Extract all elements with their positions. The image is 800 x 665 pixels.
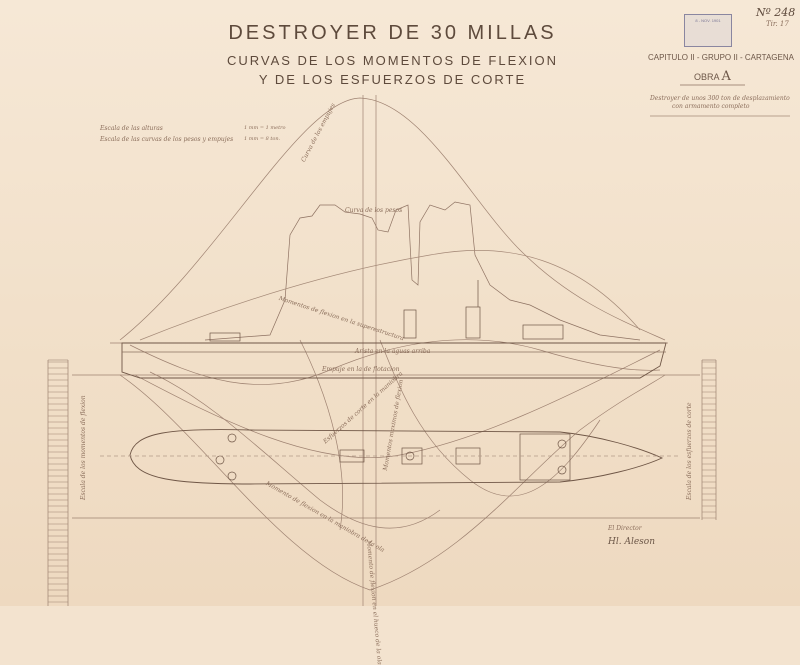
weights-curve [204,201,641,341]
hull-profile [121,342,667,379]
moment-curve-top [119,97,666,341]
note-line-1: Destroyer de unos 300 ton de desplazamie… [650,95,790,102]
drawing-subtitle-2: Y DE LOS ESFUERZOS DE CORTE [258,72,527,87]
archive-stamp: 8 - NOV. 1901 [684,14,732,47]
plan-bridge [519,433,571,481]
right-scale-label: Escala de los esfuerzos de corte [686,402,693,500]
drawing-title: DESTROYER DE 30 MILLAS [228,22,557,44]
shear-curve-1 [129,339,661,385]
drawing-subtitle-1: CURVAS DE LOS MOMENTOS DE FLEXION [226,53,559,68]
plan-view-hull [129,429,664,485]
chapter-label: CAPITULO II - GRUPO II - CARTAGENA [648,53,794,62]
left-scale-label: Escala de los momentos de flexion [80,395,87,500]
bridge [522,324,564,340]
note-line-2: con armamento completo [672,103,750,110]
shear-curve-2 [134,349,661,459]
shear-curve-5 [379,339,601,497]
sheet-sub: Tir. 17 [766,20,789,28]
signature-name: Hl. Aleson [608,537,655,547]
sheet-number: Nº 248 [756,6,796,19]
left-scale-bar [47,359,69,606]
obra-line: OBRA A [694,69,731,84]
label-buoyancy: Empuje en la de flotacion [322,366,400,373]
scale-weights-value: 1 mm = 8 ton. [244,136,281,142]
obra-letter: A [721,69,731,84]
moment-curve-bottom [119,374,666,591]
scale-heights-label: Escala de las alturas [100,125,163,132]
scale-heights-value: 1 mm = 1 metro [244,125,286,131]
stamp-text: 8 - NOV. 1901 [695,18,721,23]
obra-label: OBRA [694,72,720,82]
deck-house-fore [209,332,241,342]
thrust-curve [139,250,641,341]
shear-curve-4 [299,339,343,531]
signature-label: El Director [608,525,642,532]
label-hogging: Arista en la aguas arriba [355,348,431,355]
funnel-aft [465,306,481,339]
funnel-forward [403,309,417,339]
shear-curve-3 [149,371,441,529]
scale-weights-label: Escala de las curvas de los pesos y empu… [100,136,234,143]
ship-drawing [47,84,790,606]
label-weights: Curva de los pesos [345,207,403,214]
